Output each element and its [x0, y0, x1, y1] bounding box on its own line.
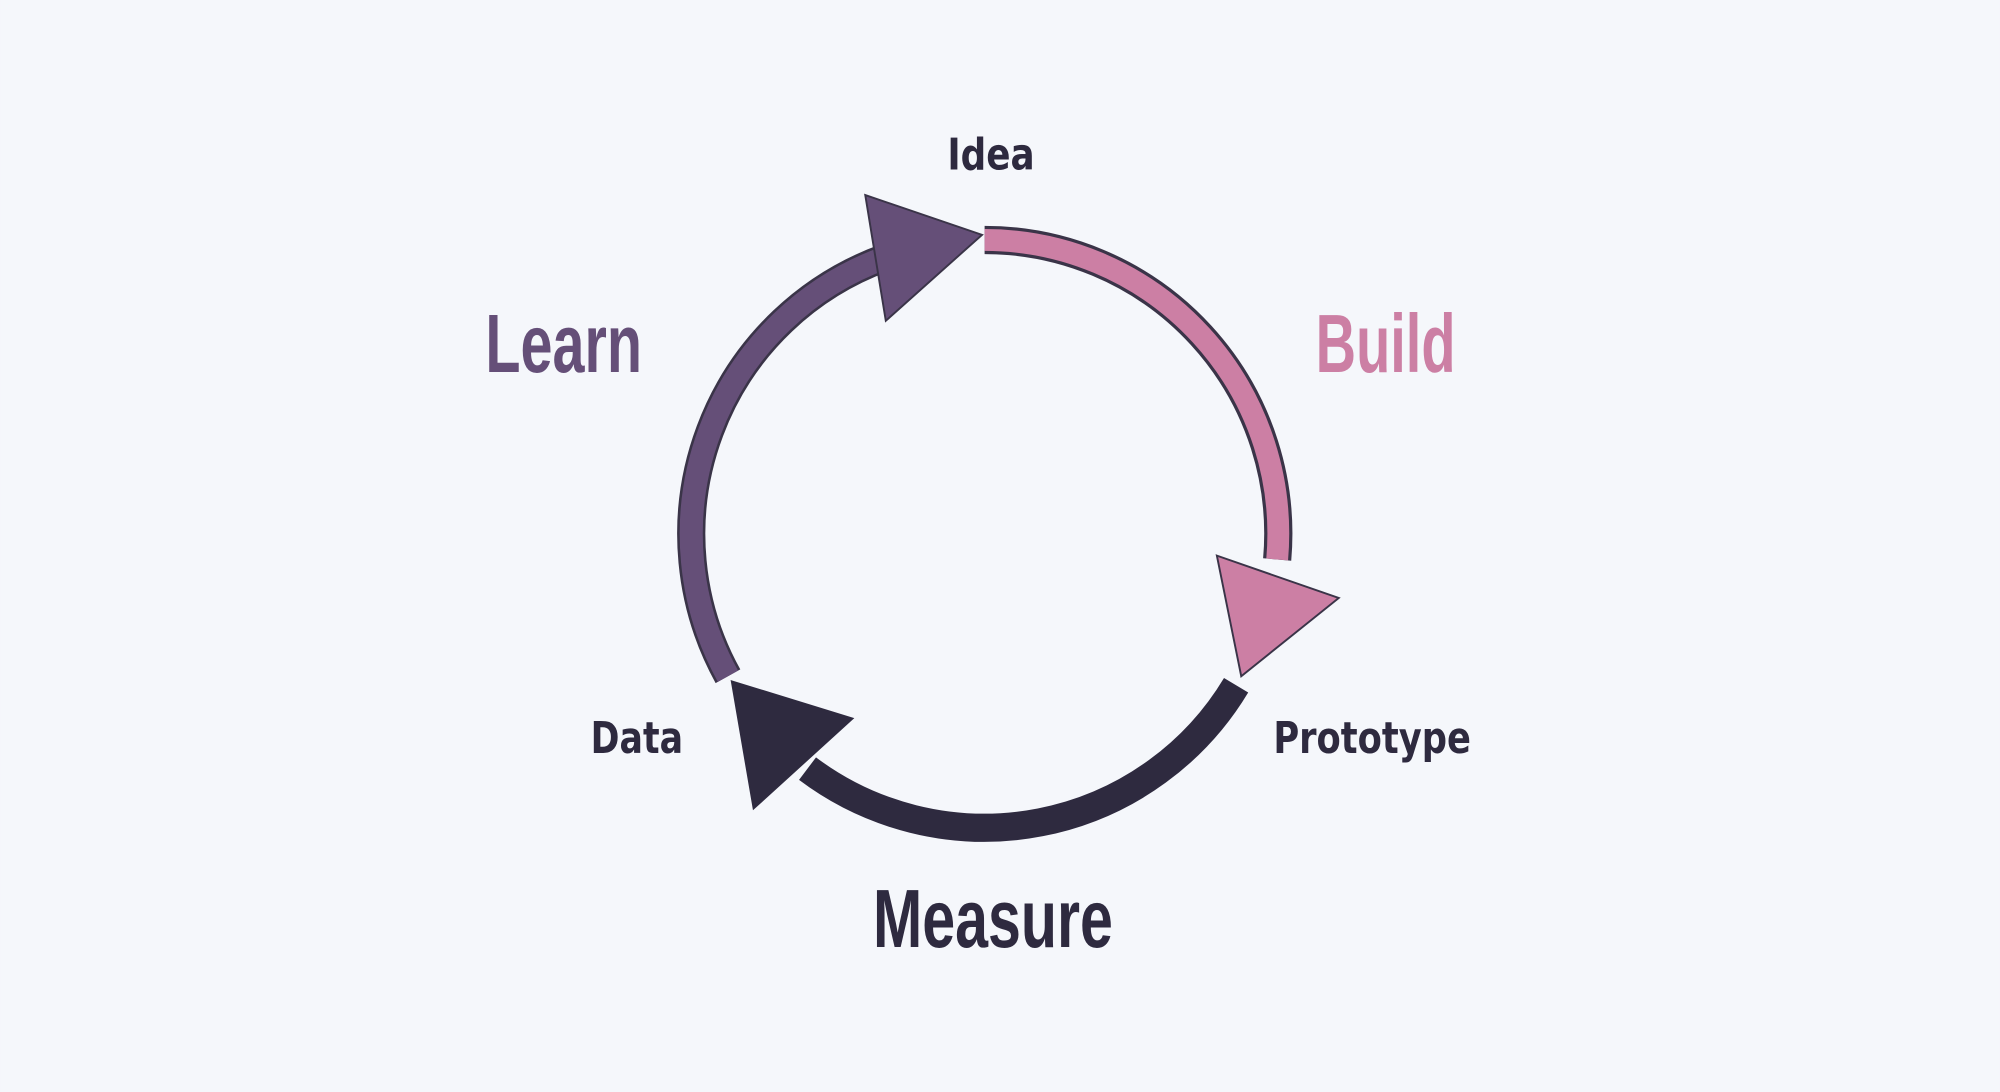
node-label-prototype: Prototype: [1273, 714, 1471, 764]
learn-arrow: [677, 193, 984, 684]
phase-label-build: Build: [1316, 299, 1456, 390]
phase-label-learn: Learn: [485, 299, 642, 390]
node-label-idea: Idea: [947, 130, 1034, 180]
measure-arrow: [730, 677, 1249, 842]
build-arrow: [984, 225, 1341, 678]
phase-label-measure: Measure: [873, 874, 1113, 965]
node-label-data: Data: [591, 714, 683, 764]
